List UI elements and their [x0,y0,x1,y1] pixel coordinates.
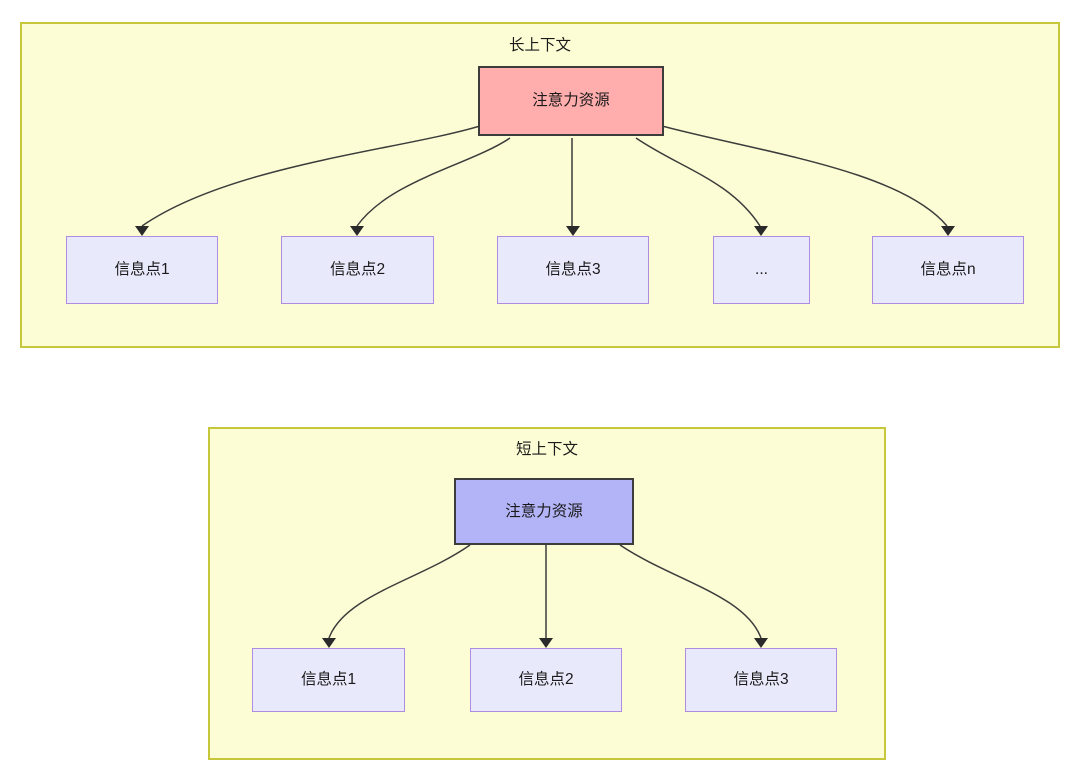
node-long-context-info-point-1[interactable]: 信息点1 [66,236,218,304]
node-long-context-info-point-ellipsis[interactable]: ... [713,236,810,304]
node-label: 注意力资源 [505,502,583,520]
node-long-context-info-point-3[interactable]: 信息点3 [497,236,649,304]
node-label: 信息点1 [300,671,357,689]
node-short-context-info-point-1[interactable]: 信息点1 [252,648,405,712]
node-label: 信息点3 [733,671,789,689]
node-long-context-attention-resource[interactable]: 注意力资源 [478,66,664,136]
node-label: 信息点2 [329,261,386,279]
node-label: 信息点3 [545,261,601,279]
node-long-context-info-point-n[interactable]: 信息点n [872,236,1024,304]
node-short-context-info-point-2[interactable]: 信息点2 [470,648,622,712]
panel-long-context-title: 长上下文 [508,37,571,54]
node-label: 信息点2 [518,671,574,689]
node-label: 信息点1 [114,261,170,279]
node-long-context-info-point-2[interactable]: 信息点2 [281,236,434,304]
node-short-context-info-point-3[interactable]: 信息点3 [685,648,837,712]
panel-short-context-title: 短上下文 [515,441,578,458]
node-short-context-attention-resource[interactable]: 注意力资源 [454,478,634,545]
node-label: 注意力资源 [532,92,610,110]
node-label: ... [755,261,768,279]
node-label: 信息点n [920,261,976,279]
